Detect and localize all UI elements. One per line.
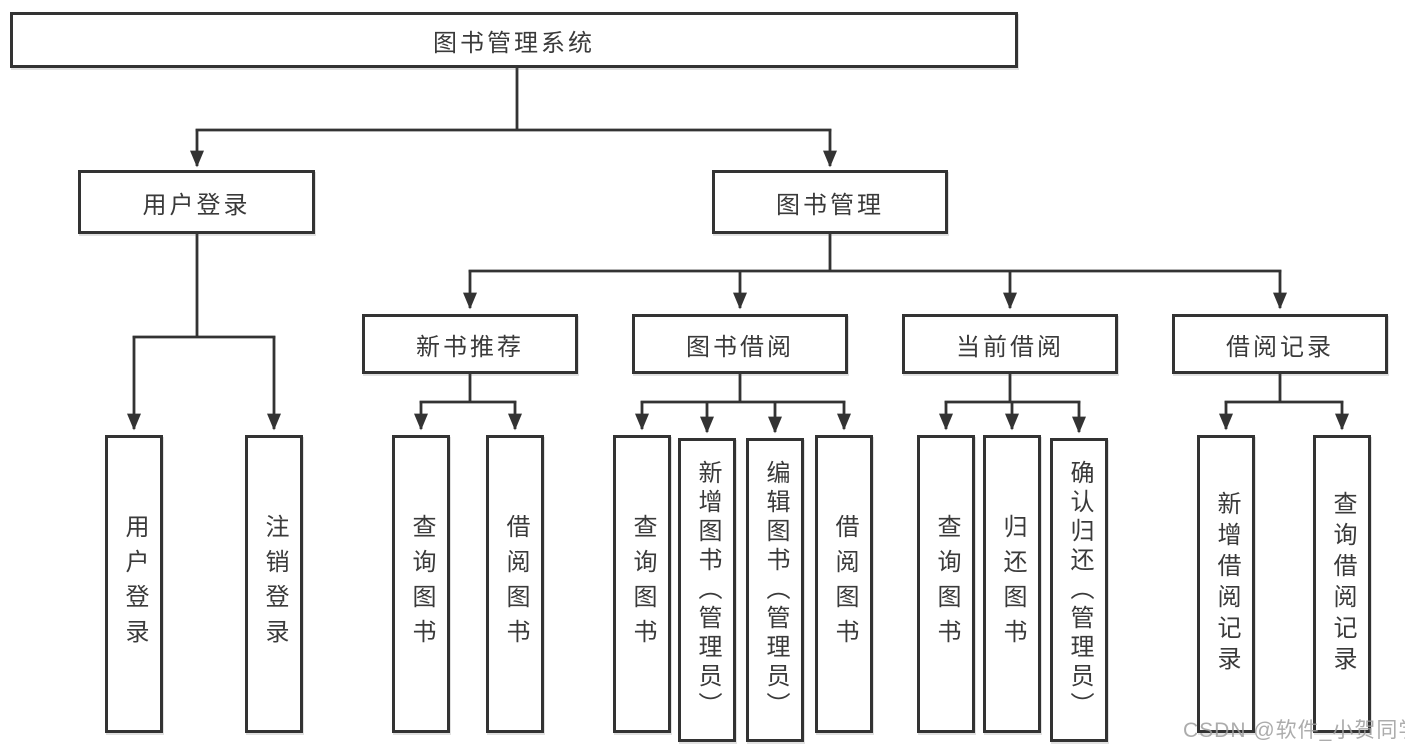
leaf-borrow-books-recommend-label: 借阅图书	[502, 514, 529, 654]
node-borrow-records-label: 借阅记录	[1226, 333, 1334, 361]
leaf-query-books-borrow-label: 查询图书	[629, 514, 656, 654]
leaf-query-borrow-record-label: 查询借阅记录	[1329, 491, 1356, 677]
leaf-user-login: 用户登录	[105, 435, 163, 733]
leaf-logout: 注销登录	[245, 435, 303, 733]
leaf-query-books-recommend-label: 查询图书	[408, 514, 435, 654]
node-book-borrow: 图书借阅	[632, 314, 848, 374]
watermark: CSDN @软件_小贺同学	[1183, 719, 1405, 742]
leaf-query-books-borrow: 查询图书	[613, 435, 671, 733]
node-root: 图书管理系统	[10, 12, 1018, 68]
node-user-login: 用户登录	[78, 170, 315, 234]
leaf-query-books-current-label: 查询图书	[933, 514, 960, 654]
node-current-borrow-label: 当前借阅	[956, 333, 1064, 361]
leaf-confirm-return-admin: 确认归还（管理员）	[1050, 438, 1108, 742]
leaf-borrow-books-recommend: 借阅图书	[486, 435, 544, 733]
leaf-add-books-admin-label: 新增图书（管理员）	[694, 459, 721, 721]
leaf-borrow-books: 借阅图书	[815, 435, 873, 733]
node-new-book-recommend: 新书推荐	[362, 314, 578, 374]
node-new-book-recommend-label: 新书推荐	[416, 333, 524, 361]
node-user-login-label: 用户登录	[142, 191, 251, 219]
leaf-query-books-recommend: 查询图书	[392, 435, 450, 733]
node-borrow-records: 借阅记录	[1172, 314, 1388, 374]
leaf-return-books: 归还图书	[983, 435, 1041, 733]
leaf-add-books-admin: 新增图书（管理员）	[678, 438, 736, 742]
leaf-edit-books-admin-label: 编辑图书（管理员）	[762, 459, 789, 721]
leaf-query-books-current: 查询图书	[917, 435, 975, 733]
leaf-logout-label: 注销登录	[261, 514, 288, 654]
leaf-return-books-label: 归还图书	[999, 514, 1026, 654]
leaf-edit-books-admin: 编辑图书（管理员）	[746, 438, 804, 742]
leaf-borrow-books-label: 借阅图书	[831, 514, 858, 654]
leaf-user-login-label: 用户登录	[121, 514, 148, 654]
leaf-query-borrow-record: 查询借阅记录	[1313, 435, 1371, 733]
node-root-label: 图书管理系统	[433, 29, 595, 57]
leaf-add-borrow-record: 新增借阅记录	[1197, 435, 1255, 733]
node-book-borrow-label: 图书借阅	[686, 333, 794, 361]
node-current-borrow: 当前借阅	[902, 314, 1118, 374]
leaf-add-borrow-record-label: 新增借阅记录	[1213, 491, 1240, 677]
node-book-management: 图书管理	[712, 170, 948, 234]
leaf-confirm-return-admin-label: 确认归还（管理员）	[1066, 459, 1093, 721]
node-book-management-label: 图书管理	[776, 191, 884, 219]
